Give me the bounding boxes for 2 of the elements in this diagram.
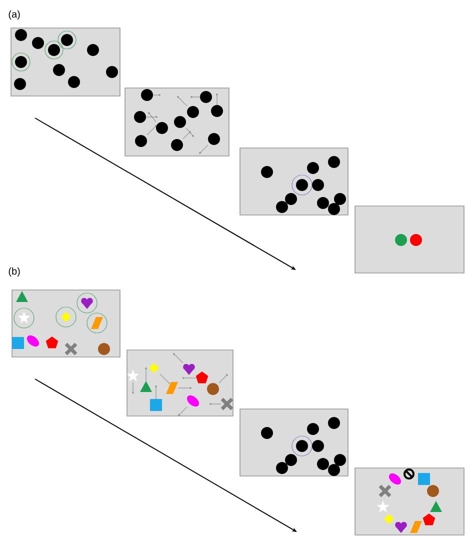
- panel-label: (b): [8, 267, 20, 277]
- panel-label: (a): [8, 10, 20, 20]
